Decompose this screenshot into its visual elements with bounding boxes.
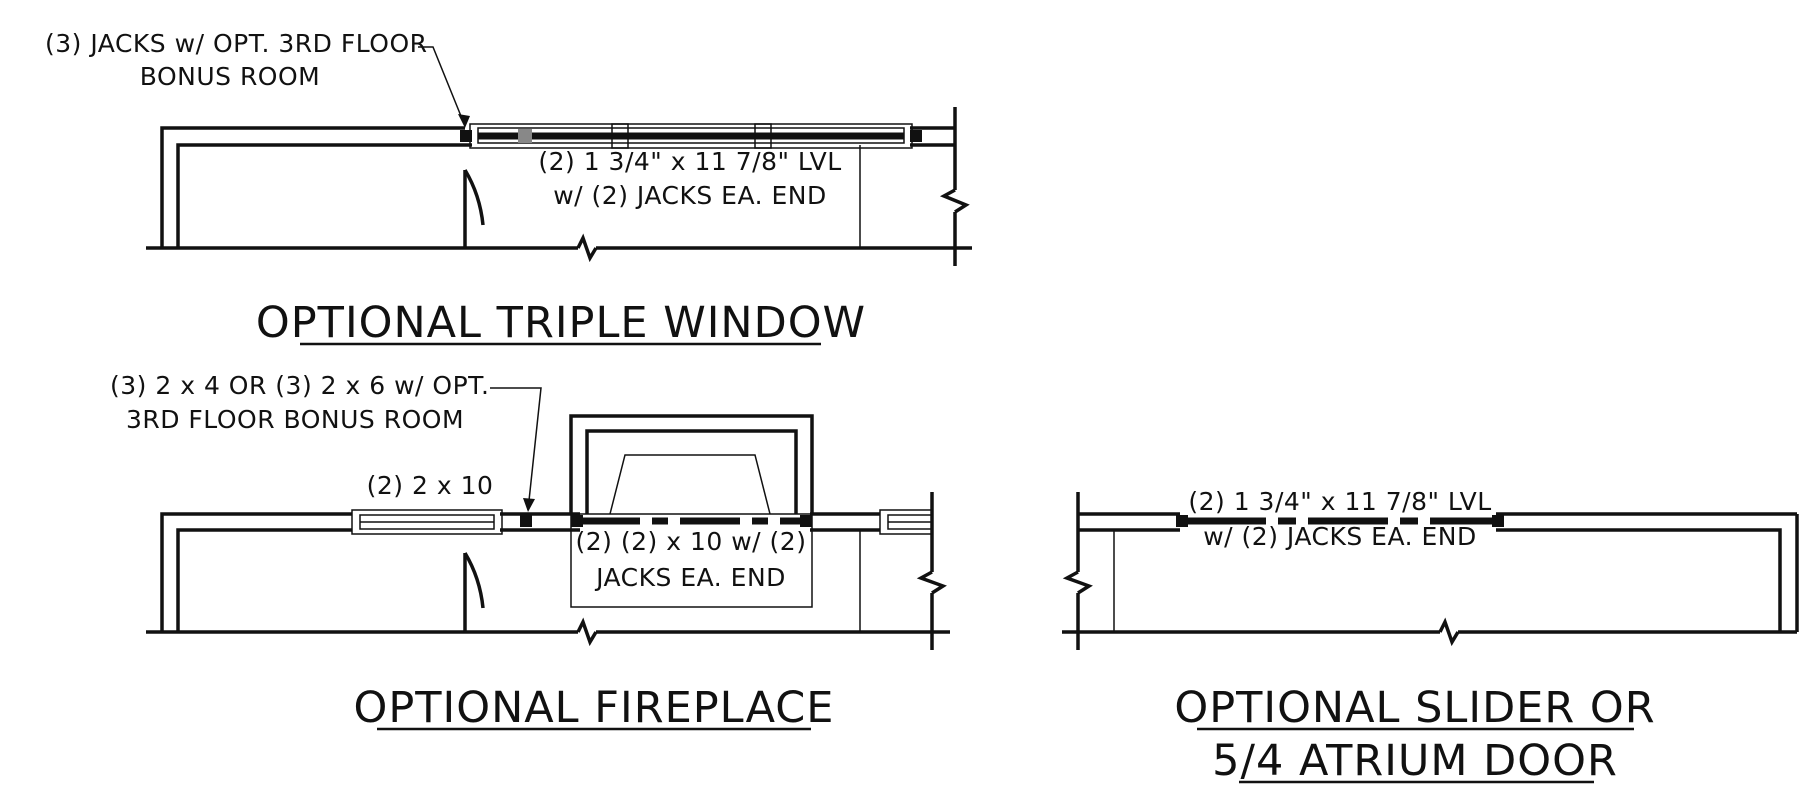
detail-title: OPTIONAL TRIPLE WINDOW: [256, 298, 866, 348]
detail-title: OPTIONAL FIREPLACE: [354, 683, 835, 733]
slider-door-detail: (2) 1 3/4" x 11 7/8" LVL w/ (2) JACKS EA…: [1062, 487, 1797, 786]
fireplace-jack-right: [800, 515, 812, 527]
header-label-line1: (2) (2) x 10 w/ (2): [576, 527, 807, 556]
header-label-line2: JACKS EA. END: [594, 563, 786, 592]
slider-jack-left: [1176, 515, 1188, 527]
callout-text-line1: (3) JACKS w/ OPT. 3RD FLOOR: [45, 29, 428, 58]
window-header-label: (2) 2 x 10: [367, 471, 494, 500]
fireplace-detail: (3) 2 x 4 OR (3) 2 x 6 w/ OPT. 3RD FLOOR…: [110, 371, 950, 733]
slider-header: [1176, 515, 1504, 527]
triple-window-unit: [460, 124, 922, 148]
fireplace-jack-left: [571, 515, 583, 527]
triple-window-detail: (3) JACKS w/ OPT. 3RD FLOOR BONUS ROOM (…: [45, 29, 972, 348]
header-label-line2: w/ (2) JACKS EA. END: [1203, 522, 1477, 551]
callout-text-line1: (3) 2 x 4 OR (3) 2 x 6 w/ OPT.: [110, 371, 489, 400]
callout-leader: [490, 388, 541, 510]
header-label-line1: (2) 1 3/4" x 11 7/8" LVL: [538, 147, 841, 176]
slider-jack-right: [1492, 515, 1504, 527]
header-label-line1: (2) 1 3/4" x 11 7/8" LVL: [1188, 487, 1491, 516]
fireplace-chimney: [571, 416, 812, 607]
detail-title-line2: 5/4 ATRIUM DOOR: [1212, 736, 1618, 786]
slider-walls: [1062, 492, 1797, 650]
jack-stud-right: [910, 130, 922, 142]
fireplace-windows: [352, 510, 932, 534]
header-label-line2: w/ (2) JACKS EA. END: [553, 181, 827, 210]
callout-jack: [520, 515, 532, 527]
callout-text-line2: 3RD FLOOR BONUS ROOM: [126, 405, 464, 434]
jack-stud-left: [460, 130, 472, 142]
callout-leader: [418, 47, 465, 126]
detail-title-line1: OPTIONAL SLIDER OR: [1174, 683, 1655, 733]
fireplace-walls: [146, 492, 950, 650]
triple-window-walls: [146, 107, 972, 266]
callout-text-line2: BONUS ROOM: [140, 62, 321, 91]
